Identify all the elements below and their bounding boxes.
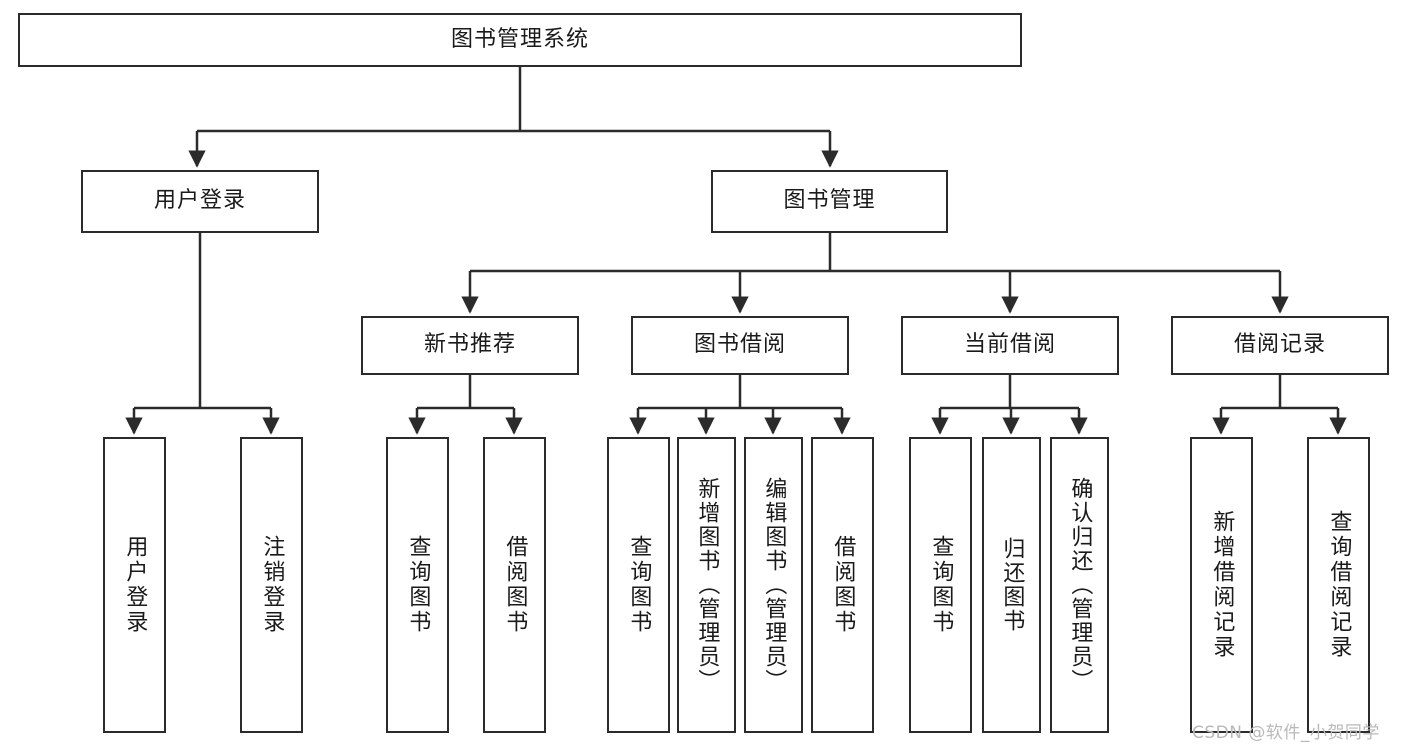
node-label: 借阅记录 — [1233, 332, 1326, 358]
leaf-logout[interactable]: 注销登录 — [240, 437, 303, 733]
node-book-management[interactable]: 图书管理 — [711, 170, 948, 233]
node-label: 查询图书 — [928, 535, 954, 635]
leaf-borrow-book-borrowing[interactable]: 借阅图书 — [811, 437, 874, 733]
node-current-borrowing[interactable]: 当前借阅 — [901, 316, 1119, 375]
node-new-book-recommendation[interactable]: 新书推荐 — [361, 316, 579, 375]
node-label: 图书借阅 — [693, 332, 786, 358]
node-label: 编辑图书（管理员） — [761, 477, 787, 693]
node-book-borrowing[interactable]: 图书借阅 — [631, 316, 849, 375]
node-user-login[interactable]: 用户登录 — [81, 170, 319, 233]
leaf-query-borrowing-record[interactable]: 查询借阅记录 — [1307, 437, 1370, 733]
node-label: 查询借阅记录 — [1326, 510, 1352, 660]
leaf-user-login[interactable]: 用户登录 — [103, 437, 166, 733]
node-label: 新书推荐 — [423, 332, 516, 358]
node-label: 确认归还（管理员） — [1067, 477, 1093, 693]
leaf-edit-book-admin[interactable]: 编辑图书（管理员） — [744, 437, 803, 733]
node-label: 图书管理 — [783, 188, 876, 214]
watermark-text: CSDN @软件_小贺同学 — [1192, 723, 1380, 743]
leaf-add-book-admin[interactable]: 新增图书（管理员） — [677, 437, 736, 733]
leaf-confirm-return-admin[interactable]: 确认归还（管理员） — [1050, 437, 1109, 733]
node-root-book-management-system[interactable]: 图书管理系统 — [18, 13, 1022, 67]
node-label: 图书管理系统 — [450, 26, 589, 52]
node-borrowing-record[interactable]: 借阅记录 — [1171, 316, 1389, 375]
node-label: 新增借阅记录 — [1209, 510, 1235, 660]
leaf-query-book-newbook[interactable]: 查询图书 — [386, 437, 449, 733]
node-label: 当前借阅 — [963, 332, 1056, 358]
node-label: 查询图书 — [405, 535, 431, 635]
node-label: 新增图书（管理员） — [694, 477, 720, 693]
node-label: 借阅图书 — [502, 535, 528, 635]
leaf-query-book-current[interactable]: 查询图书 — [909, 437, 972, 733]
node-label: 用户登录 — [153, 188, 246, 214]
leaf-borrow-book-newbook[interactable]: 借阅图书 — [483, 437, 546, 733]
node-label: 查询图书 — [626, 535, 652, 635]
leaf-query-book-borrowing[interactable]: 查询图书 — [607, 437, 670, 733]
leaf-return-book[interactable]: 归还图书 — [982, 437, 1041, 733]
node-label: 借阅图书 — [830, 535, 856, 635]
node-label: 注销登录 — [259, 535, 285, 635]
leaf-add-borrowing-record[interactable]: 新增借阅记录 — [1190, 437, 1253, 733]
node-label: 归还图书 — [999, 537, 1025, 633]
node-label: 用户登录 — [122, 535, 148, 635]
